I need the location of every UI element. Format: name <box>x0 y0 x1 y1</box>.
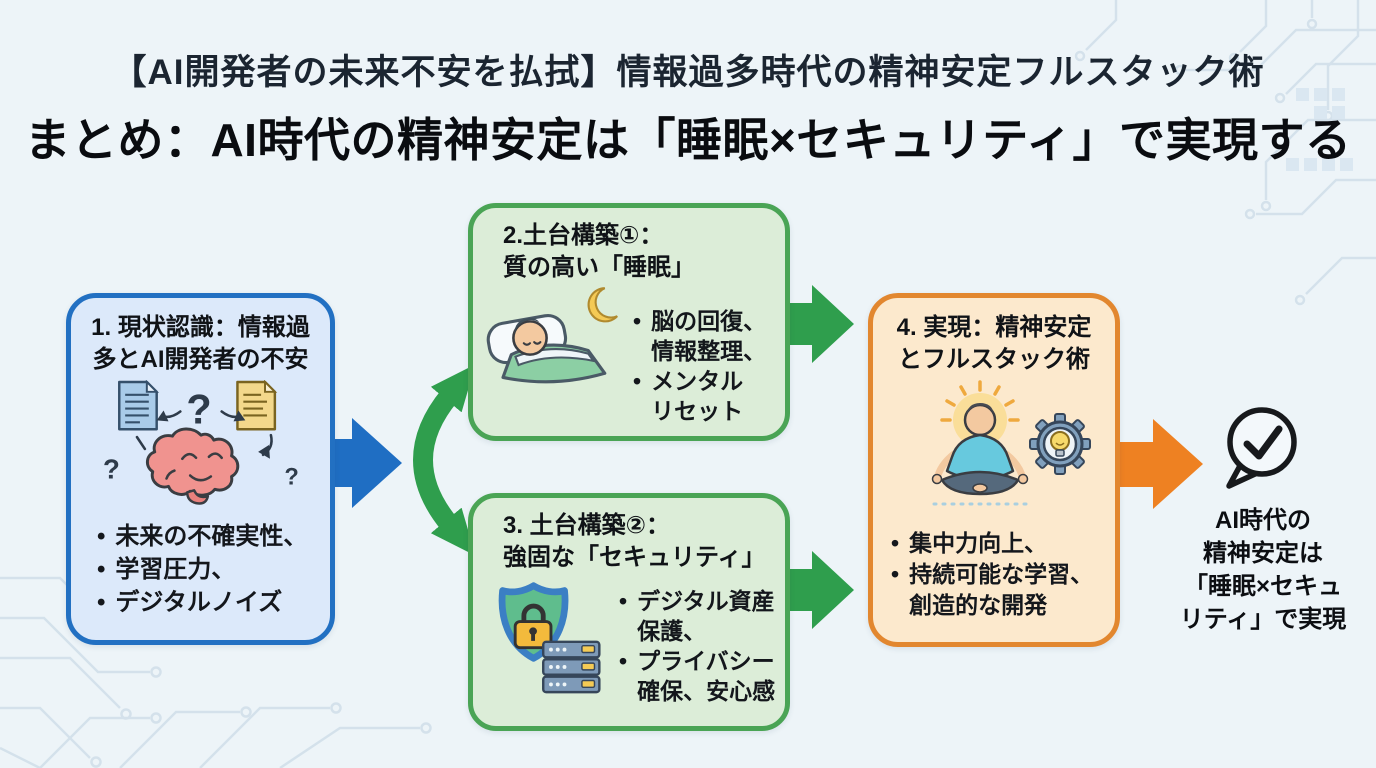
step-box-4-realization: 4. 実現：精神安定 とフルスタック術 <box>868 293 1120 647</box>
list-item: プライバシー 確保、安心感 <box>619 646 775 706</box>
brain-overload-icon: ? ? ? <box>102 380 298 505</box>
circuit-pattern-top-right <box>1074 0 1376 306</box>
arrow-box4-to-result <box>1115 419 1203 509</box>
step-4-bullet-list: 集中力向上、 持続可能な学習、 創造的な開発 <box>891 528 1115 621</box>
meditation-gear-bulb-icon <box>931 380 1091 506</box>
arrow-box2-to-box4 <box>788 285 854 363</box>
arrow-box1-to-cycle <box>324 418 402 508</box>
step-1-bullet-list: 未来の不確実性、 学習圧力、 デジタルノイズ <box>97 520 330 619</box>
list-item: メンタル リセット <box>633 366 766 426</box>
arrow-box3-to-box4 <box>788 551 854 629</box>
shield-lock-server-icon <box>498 582 601 694</box>
list-item: 未来の不確実性、 <box>97 520 330 553</box>
result-summary-text: AI時代の 精神安定は 「睡眠×セキュ リティ」で実現 <box>1179 507 1347 633</box>
list-item: 持続可能な学習、 創造的な開発 <box>891 559 1115 621</box>
svg-text:?: ? <box>102 453 119 484</box>
step-2-bullet-list: 脳の回復、 情報整理、 メンタル リセット <box>633 306 766 426</box>
page-title: まとめ：AI時代の精神安定は「睡眠×セキュリティ」で実現する <box>24 114 1352 166</box>
list-item: 脳の回復、 情報整理、 <box>633 306 766 366</box>
arrow-cycle-box2-box3 <box>413 364 476 556</box>
step-box-3-security: 3. 土台構築②： 強固な「セキュリティ」 デジタル資産 保護、 <box>468 493 790 731</box>
list-item: デジタル資産 保護、 <box>619 586 775 646</box>
list-item: 学習圧力、 <box>97 553 330 586</box>
page-subtitle: 【AI開発者の未来不安を払拭】情報過多時代の精神安定フルスタック術 <box>111 53 1265 92</box>
circuit-pattern-bottom-left <box>0 576 432 768</box>
list-item: デジタルノイズ <box>97 586 330 619</box>
list-item: 集中力向上、 <box>891 528 1115 559</box>
step-4-title: 4. 実現：精神安定 とフルスタック術 <box>896 314 1092 373</box>
svg-text:?: ? <box>284 464 298 490</box>
step-2-title: 2.土台構築①： 質の高い「睡眠」 <box>503 222 695 281</box>
sleeping-person-moon-icon <box>486 287 618 384</box>
step-3-title: 3. 土台構築②： 強固な「セキュリティ」 <box>503 512 766 571</box>
step-box-1-current-state: 1. 現状認識：情報過 多とAI開発者の不安 ? ? ? 未来の不確実性、 学習… <box>66 293 335 645</box>
step-box-2-sleep: 2.土台構築①： 質の高い「睡眠」 脳の回復、 情報整理、 メンタル リセット <box>468 203 790 441</box>
speech-bubble-check-icon <box>1226 407 1297 489</box>
svg-text:?: ? <box>186 386 211 432</box>
step-1-title: 1. 現状認識：情報過 多とAI開発者の不安 <box>91 314 310 373</box>
step-3-bullet-list: デジタル資産 保護、 プライバシー 確保、安心感 <box>619 586 775 706</box>
